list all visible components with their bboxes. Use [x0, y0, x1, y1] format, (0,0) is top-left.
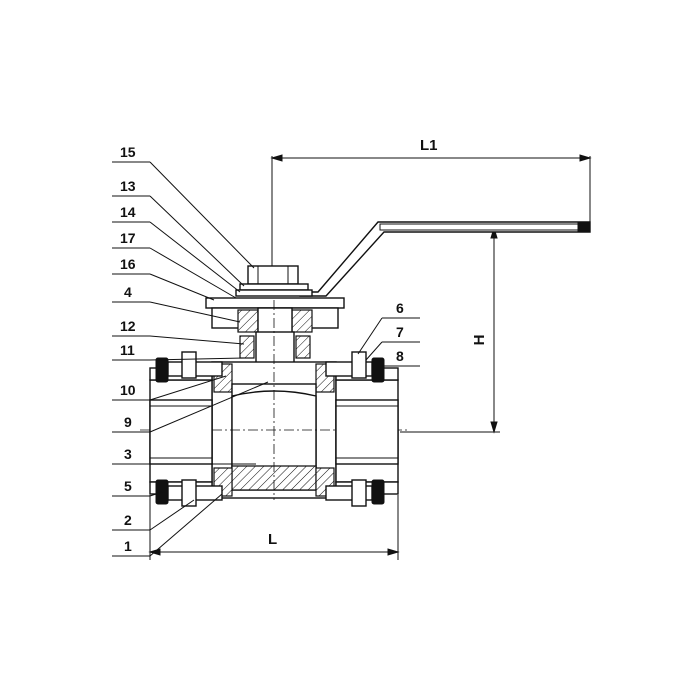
part-label-17: 17: [120, 230, 136, 246]
part-label-11: 11: [120, 342, 135, 358]
dimension-l-label: L: [268, 531, 277, 548]
dimension-l1: L1: [270, 137, 592, 270]
part-label-5: 5: [124, 478, 132, 494]
part-label-9: 9: [124, 414, 132, 430]
part-label-6: 6: [396, 300, 404, 316]
part-label-10: 10: [120, 382, 136, 398]
dimension-l1-label: L1: [420, 137, 438, 154]
part-label-1: 1: [124, 538, 132, 554]
part-labels: 15 13 14 17 16 4 12 11 10 9 3 5 2 1 6 7 …: [120, 144, 404, 554]
part-label-15: 15: [120, 144, 136, 160]
bolt-bottom-left: [155, 479, 223, 507]
part-label-4: 4: [124, 284, 132, 300]
part-label-16: 16: [120, 256, 136, 272]
valve-body: [140, 300, 410, 500]
leader-lines-left: [112, 161, 269, 557]
part-label-14: 14: [120, 204, 136, 220]
part-label-7: 7: [396, 324, 404, 340]
leader-lines-right: [357, 317, 420, 367]
dimension-h: H: [400, 226, 500, 434]
bolt-bottom-right: [325, 479, 385, 507]
left-end-cap: [149, 367, 213, 495]
part-label-8: 8: [396, 348, 404, 364]
dimension-h-label: H: [471, 335, 488, 346]
part-label-3: 3: [124, 446, 132, 462]
right-end-cap: [335, 367, 399, 495]
bolt-top-left: [155, 351, 223, 383]
part-label-12: 12: [120, 318, 136, 334]
part-label-13: 13: [120, 178, 136, 194]
handle-lever: [299, 221, 591, 297]
bolt-top-right: [325, 351, 385, 383]
part-label-2: 2: [124, 512, 132, 528]
